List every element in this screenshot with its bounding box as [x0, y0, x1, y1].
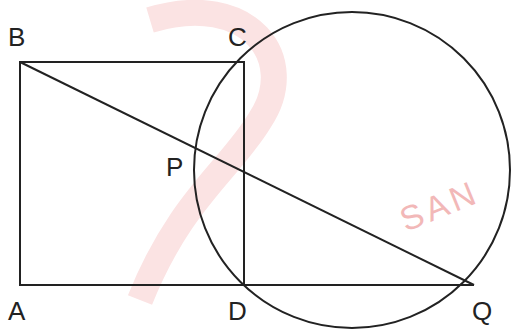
point-label: Q	[472, 298, 492, 324]
square-abcd	[20, 62, 244, 285]
watermark-shape	[140, 13, 274, 300]
point-label: A	[8, 298, 25, 324]
line-bq	[20, 62, 474, 285]
point-label: P	[166, 154, 183, 180]
watermark: SAN	[395, 174, 484, 236]
point-label: B	[8, 24, 25, 50]
point-label: D	[228, 298, 247, 324]
point-label: C	[228, 24, 247, 50]
line-dq	[244, 284, 474, 286]
